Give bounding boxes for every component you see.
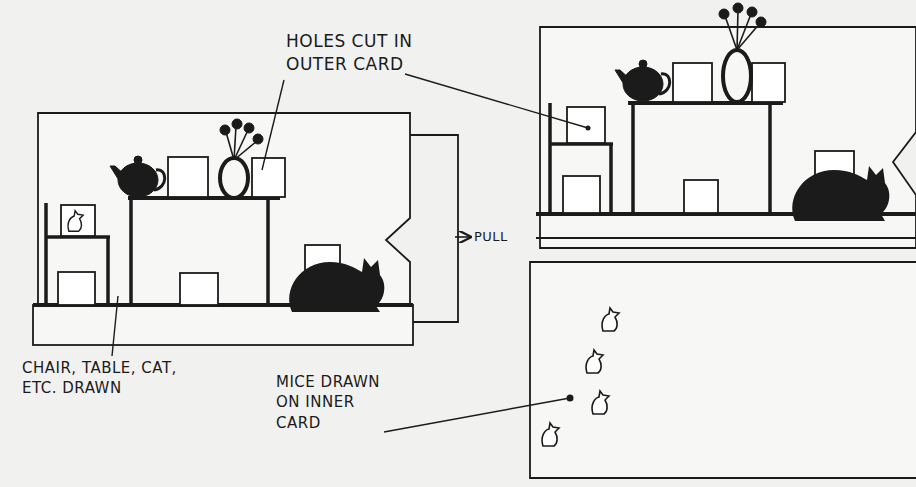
teapot-handle (659, 74, 670, 94)
annotation-label: PULL (474, 228, 534, 246)
hole (61, 205, 95, 236)
flower (747, 7, 757, 17)
outer-card-view (536, 27, 916, 248)
leader-lines (112, 74, 588, 432)
chair-leg (609, 144, 613, 214)
vase-body (220, 158, 248, 198)
stem (737, 14, 751, 50)
hole (684, 180, 718, 213)
assembled-card (33, 113, 458, 345)
annotation-label: CHAIR, TABLE, CAT, ETC. DRAWN (22, 358, 192, 399)
inner-card-edge (410, 135, 458, 322)
flower (719, 9, 729, 19)
annotation-label: MICE DRAWN ON INNER CARD (276, 372, 388, 433)
outer-card (38, 113, 410, 322)
stem (234, 130, 248, 160)
teapot-lid (639, 60, 647, 68)
table-leg (631, 103, 635, 214)
teapot-spout (615, 70, 631, 86)
teapot (110, 156, 165, 197)
cat (792, 166, 889, 221)
mouse (586, 350, 603, 373)
table-leg (266, 198, 270, 305)
leader-line (384, 398, 570, 432)
vase-body (723, 50, 751, 102)
teapot-body (118, 163, 158, 197)
hole (752, 63, 785, 102)
flower (253, 134, 263, 144)
leader-line (112, 296, 118, 356)
annotation-label: HOLES CUT IN OUTER CARD (286, 30, 446, 76)
table-leg (129, 198, 133, 305)
leader-dot (586, 126, 591, 131)
floor-band-edge (536, 237, 916, 239)
vase (220, 119, 263, 198)
flower (220, 125, 230, 135)
vase (719, 3, 766, 102)
leader-line (262, 80, 284, 170)
flower (232, 119, 242, 129)
table-leg (768, 103, 772, 214)
mouse (592, 391, 609, 414)
cat (289, 258, 384, 312)
leader-dot (567, 395, 574, 402)
chair-back (44, 203, 48, 305)
hole (180, 273, 218, 305)
chair-leg (106, 237, 110, 305)
teapot-body (623, 67, 663, 101)
hole (168, 157, 208, 197)
mouse (542, 423, 559, 446)
teapot-spout (110, 166, 126, 182)
hole (252, 158, 285, 197)
mouse (68, 211, 83, 232)
hole (673, 63, 712, 102)
flower (733, 3, 743, 13)
mouse (602, 308, 619, 331)
stem (737, 10, 738, 50)
teapot-handle (154, 170, 165, 190)
flower (244, 123, 254, 133)
stem (737, 22, 761, 50)
hole (58, 272, 95, 305)
leader-line (405, 74, 588, 128)
hole (563, 176, 600, 213)
pull-arrow (455, 236, 470, 238)
hole (567, 107, 605, 143)
teapot (615, 60, 670, 101)
teapot-lid (134, 156, 142, 164)
flower (756, 17, 766, 27)
stem (725, 16, 737, 50)
stem (226, 132, 234, 160)
inner-card (530, 262, 916, 478)
chair-back (548, 103, 552, 214)
